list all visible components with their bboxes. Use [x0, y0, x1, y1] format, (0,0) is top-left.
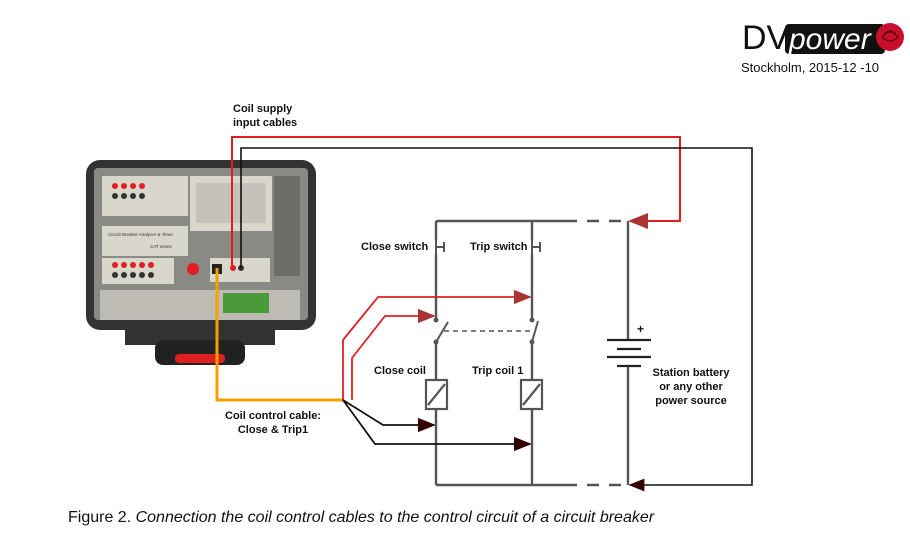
trip-coil-label: Trip coil 1 — [472, 365, 524, 377]
battery-line1: Station battery — [652, 367, 730, 379]
black-control-wire-close — [342, 399, 436, 433]
control-circuit — [434, 219, 630, 487]
auxiliary-contacts — [433, 317, 539, 345]
caption-prefix: Figure 2. — [68, 509, 132, 526]
control-cable-line1: Coil control cable: — [225, 410, 321, 422]
red-control-wire-trip — [342, 289, 532, 400]
trip-switch-label: Trip switch — [470, 241, 528, 253]
rose-icon — [876, 23, 904, 51]
logo-dv: DV — [742, 19, 790, 57]
figure-caption: Figure 2. Connection the coil control ca… — [68, 509, 654, 527]
coil-supply-label: Coil supply input cables — [233, 102, 297, 130]
close-coil-label: Close coil — [374, 365, 426, 377]
close-switch-symbol — [435, 240, 445, 254]
caption-text: Connection the coil control cables to th… — [135, 509, 655, 526]
close-coil-symbol — [424, 378, 449, 411]
analyzer-device: Circuit Breaker Analyzer & Timer CAT ser… — [86, 160, 316, 365]
close-switch-label: Close switch — [361, 241, 429, 253]
trip-switch-symbol — [531, 240, 541, 254]
battery-plus: + — [637, 322, 644, 336]
place-date: Stockholm, 2015-12 -10 — [741, 60, 880, 75]
red-control-wire-close — [351, 308, 436, 400]
orange-control-cable — [215, 268, 343, 402]
coil-supply-line2: input cables — [233, 117, 298, 129]
control-cable-line2: Close & Trip1 — [237, 424, 309, 436]
battery-line3: power source — [655, 395, 727, 407]
control-cable-label: Coil control cable: Close & Trip1 — [208, 409, 338, 437]
coil-supply-line1: Coil supply — [233, 103, 293, 115]
black-control-wire-trip — [342, 399, 532, 452]
trip-coil-symbol — [519, 378, 544, 411]
red-supply-wire — [231, 136, 681, 268]
battery-symbol — [607, 338, 651, 368]
battery-line2: or any other — [659, 381, 723, 393]
battery-label: Station battery or any other power sourc… — [651, 366, 731, 408]
logo-bar — [785, 24, 885, 54]
dvpower-logo: DV power — [742, 18, 907, 58]
device-series: CAT series — [150, 244, 173, 249]
logo-power: power — [788, 23, 872, 56]
black-supply-wire — [240, 147, 753, 492]
device-title: Circuit Breaker Analyzer & Timer — [108, 232, 174, 237]
